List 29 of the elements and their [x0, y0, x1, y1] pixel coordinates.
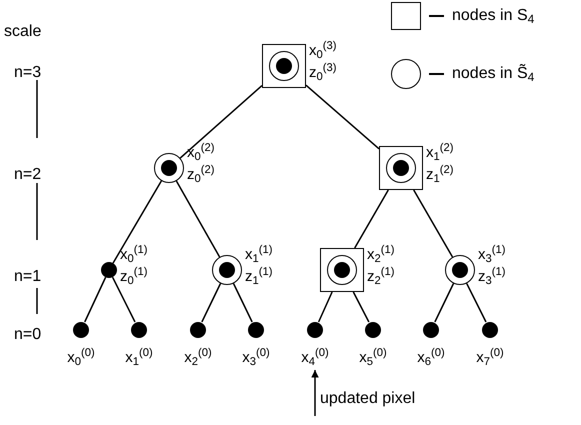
squared-node [379, 146, 423, 190]
annotation-text: updated pixel [320, 389, 416, 409]
squared-node [262, 44, 306, 88]
legend-text: nodes in S̃$_{4}$ [452, 63, 534, 86]
ringed-node [154, 153, 184, 183]
tree-branch [176, 180, 220, 258]
squared-node [320, 248, 364, 292]
tree-branch [466, 283, 487, 322]
tree-branch [413, 190, 454, 258]
tree-branch [352, 292, 370, 322]
tree-branch [201, 283, 222, 322]
tree-branch [318, 292, 333, 322]
tree-branch [434, 283, 454, 322]
tree-branch [84, 276, 106, 322]
tree-branch [112, 276, 136, 322]
scale-label: scale [4, 22, 42, 42]
scale-label: n=3 [14, 63, 42, 83]
tree-branch [232, 283, 253, 322]
scale-label: n=2 [14, 165, 42, 185]
scale-label: n=0 [14, 325, 42, 345]
ringed-node [212, 255, 242, 285]
legend-text: nodes in S$_{4}$ [452, 6, 534, 28]
tree-branch [180, 84, 262, 159]
tree-branch [306, 84, 380, 150]
ringed-node [445, 255, 475, 285]
arrow [311, 370, 319, 416]
tree-branch [354, 190, 389, 248]
tree-branch [112, 180, 162, 264]
scale-label: n=1 [14, 267, 42, 287]
